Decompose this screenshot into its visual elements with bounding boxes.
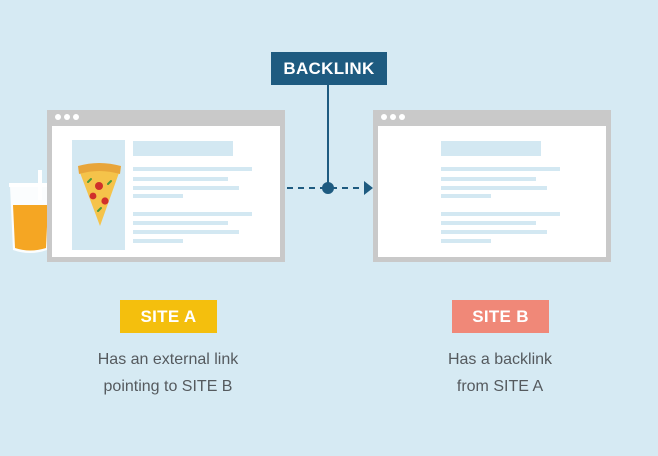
content-line	[133, 194, 183, 198]
content-line	[133, 186, 239, 190]
content-line	[441, 186, 547, 190]
pizza-slice-icon	[78, 163, 121, 226]
backlink-badge: BACKLINK	[271, 52, 387, 85]
window-dot-icon	[73, 114, 79, 120]
content-line	[441, 230, 547, 234]
content-line	[441, 212, 560, 216]
site-b-description-line: Has a backlink	[447, 351, 553, 368]
window-dot-icon	[55, 114, 61, 120]
content-line	[133, 212, 252, 216]
window-dot-icon	[390, 114, 396, 120]
content-line	[441, 177, 536, 181]
site-a-description: Has an external link pointing to SITE B	[58, 346, 278, 400]
juice-fill	[13, 205, 48, 251]
juice-glass-icon	[9, 170, 51, 253]
connector-node	[322, 182, 334, 194]
content-line	[441, 221, 536, 225]
backlink-connector	[287, 84, 373, 195]
glass-rim	[9, 183, 51, 187]
site-b-badge: SITE B	[452, 300, 549, 333]
site-b-description: Has a backlink from SITE A	[390, 346, 610, 400]
window-dot-icon	[381, 114, 387, 120]
window-dot-icon	[399, 114, 405, 120]
browser-window-site-b	[373, 110, 611, 262]
site-b-description-line: from SITE A	[456, 378, 544, 395]
browser-window-site-a	[47, 110, 285, 262]
site-a-badge: SITE A	[120, 300, 217, 333]
content-line	[133, 177, 228, 181]
content-line	[133, 167, 252, 171]
site-a-description-line: Has an external link	[97, 351, 239, 368]
content-heading	[441, 141, 541, 156]
content-line	[133, 230, 239, 234]
arrow-head-icon	[364, 181, 373, 195]
content-line	[133, 239, 183, 243]
content-line	[441, 239, 491, 243]
site-a-description-line: pointing to SITE B	[103, 378, 233, 395]
content-line	[441, 194, 491, 198]
window-dot-icon	[64, 114, 70, 120]
content-heading	[133, 141, 233, 156]
content-line	[133, 221, 228, 225]
content-line	[441, 167, 560, 171]
